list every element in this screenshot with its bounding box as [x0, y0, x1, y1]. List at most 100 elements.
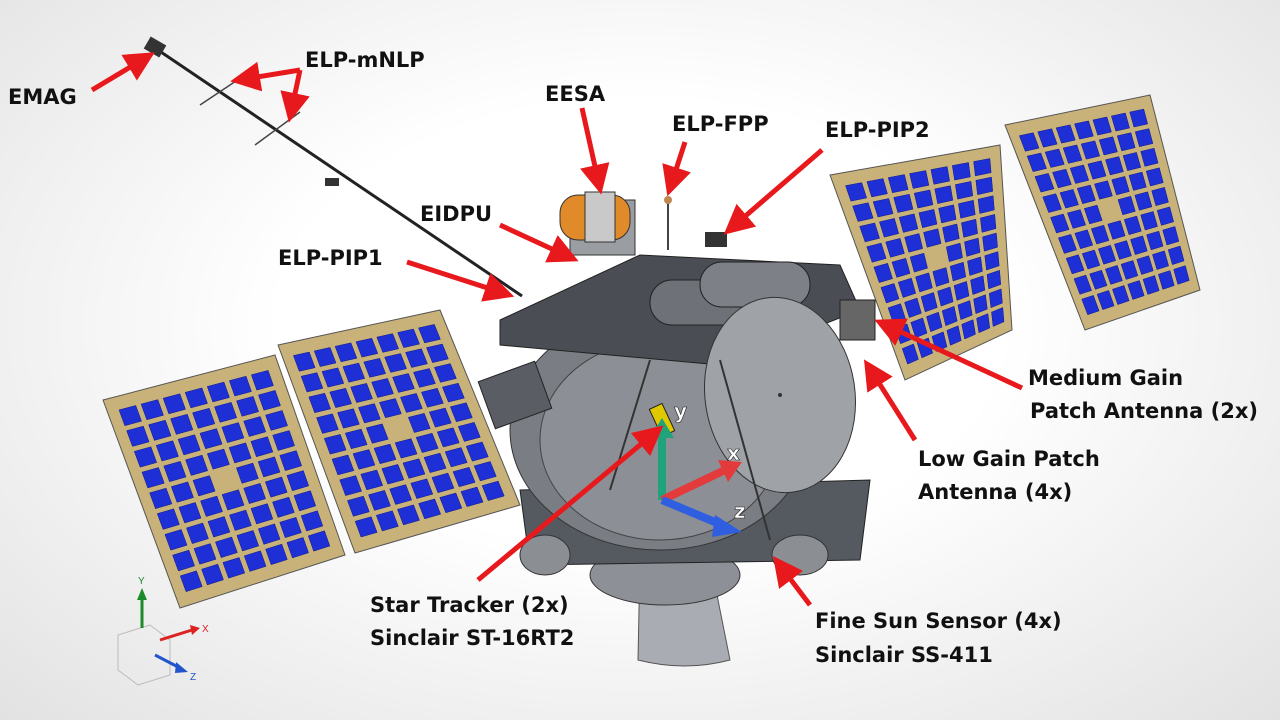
solar-cell — [1044, 148, 1065, 168]
solar-cell — [444, 447, 468, 468]
solar-cell — [347, 495, 370, 517]
solar-cell — [164, 529, 188, 551]
solar-cell — [375, 510, 399, 532]
solar-cell — [250, 436, 274, 458]
label-eidpu: EIDPU — [420, 202, 492, 226]
view-orientation-triad: Y X Z — [117, 576, 209, 686]
solar-cell — [1037, 128, 1058, 148]
solar-cell — [365, 423, 389, 444]
solar-cell — [118, 405, 142, 426]
solar-cell — [873, 263, 893, 283]
label-elp-pip2: ELP-PIP2 — [825, 118, 930, 142]
solar-cell — [337, 408, 360, 429]
solar-cell — [1134, 128, 1154, 147]
solar-cell — [1058, 234, 1077, 254]
solar-cell — [961, 319, 976, 340]
solar-cell — [973, 294, 988, 315]
solar-cell — [920, 292, 938, 313]
solar-cell — [887, 174, 909, 194]
arrow-eesa — [579, 107, 610, 195]
solar-cell — [257, 523, 281, 545]
solar-cell — [982, 232, 998, 252]
solar-cell — [371, 378, 394, 398]
solar-cell — [155, 440, 179, 462]
solar-cell — [898, 213, 919, 233]
solar-cell — [1117, 195, 1136, 216]
solar-cell — [250, 503, 274, 525]
solar-cell — [977, 195, 995, 214]
x-axis-label: x — [727, 441, 740, 465]
solar-cell — [221, 422, 245, 443]
solar-cell — [428, 407, 452, 428]
solar-cell — [932, 267, 950, 287]
solar-cell — [897, 277, 917, 298]
solar-cell — [279, 450, 302, 471]
solar-cell — [405, 348, 428, 368]
solar-cell — [133, 446, 158, 468]
solar-cell — [1151, 187, 1169, 206]
solar-cell — [251, 370, 274, 391]
solar-cell — [866, 242, 887, 263]
solar-cell — [397, 504, 420, 526]
solar-cell — [192, 475, 216, 497]
solar-cell — [1140, 211, 1158, 231]
solar-cell — [976, 313, 991, 334]
solar-cell — [909, 170, 930, 189]
solar-cell — [363, 358, 386, 378]
arrow-low-gain — [863, 359, 918, 442]
solar-cell — [1096, 290, 1115, 310]
solar-cell — [400, 393, 423, 413]
solar-cell — [436, 427, 460, 448]
solar-cell — [975, 176, 993, 196]
label-star-tracker-line2: Sinclair ST-16RT2 — [370, 626, 574, 650]
solar-cell — [308, 392, 331, 414]
solar-cell — [397, 328, 420, 348]
solar-cell — [221, 489, 245, 511]
solar-cell — [952, 162, 971, 181]
solar-cell — [901, 343, 919, 365]
solar-cell — [1065, 254, 1085, 275]
solar-cell — [1074, 120, 1094, 140]
solar-cell — [1076, 184, 1096, 205]
arrow-emag — [90, 52, 155, 93]
solar-cell — [344, 428, 368, 450]
solar-cell — [201, 563, 224, 586]
solar-cell — [449, 402, 473, 423]
solar-cell — [1116, 132, 1136, 152]
solar-cell — [1026, 152, 1047, 172]
solar-cell — [415, 432, 439, 453]
solar-cell — [172, 549, 195, 572]
solar-cell — [170, 481, 194, 503]
solar-cell — [1067, 209, 1086, 229]
solar-cell — [214, 402, 238, 423]
arrow-sun-sensor — [772, 556, 812, 607]
solar-cell — [1134, 191, 1153, 211]
solar-cell — [1122, 152, 1142, 171]
solar-cell — [1034, 173, 1055, 193]
solar-cell — [957, 300, 973, 321]
solar-cell — [418, 498, 442, 520]
solar-cell — [316, 413, 339, 434]
solar-cell — [465, 441, 489, 462]
solar-cell — [185, 454, 209, 476]
solar-cell — [1098, 136, 1118, 156]
label-low-gain-line2: Antenna (4x) — [918, 480, 1072, 504]
solar-cell — [909, 252, 928, 273]
solar-cell — [243, 483, 266, 504]
solar-cell — [1107, 220, 1126, 240]
solar-cell — [200, 495, 223, 517]
solar-cell — [1123, 215, 1142, 236]
solar-cell — [1130, 235, 1148, 255]
solar-cell — [286, 470, 310, 492]
solar-arrays — [102, 94, 1201, 609]
solar-cell — [243, 416, 267, 437]
solar-cell — [228, 375, 252, 397]
solar-cell — [1158, 270, 1175, 290]
solar-cell — [1069, 164, 1090, 184]
solar-cell — [473, 461, 497, 482]
label-sun-sensor-line1: Fine Sun Sensor (4x) — [815, 609, 1062, 633]
solar-cell — [923, 228, 942, 248]
solar-cell — [1087, 160, 1107, 180]
arrow-eidpu — [498, 222, 579, 263]
